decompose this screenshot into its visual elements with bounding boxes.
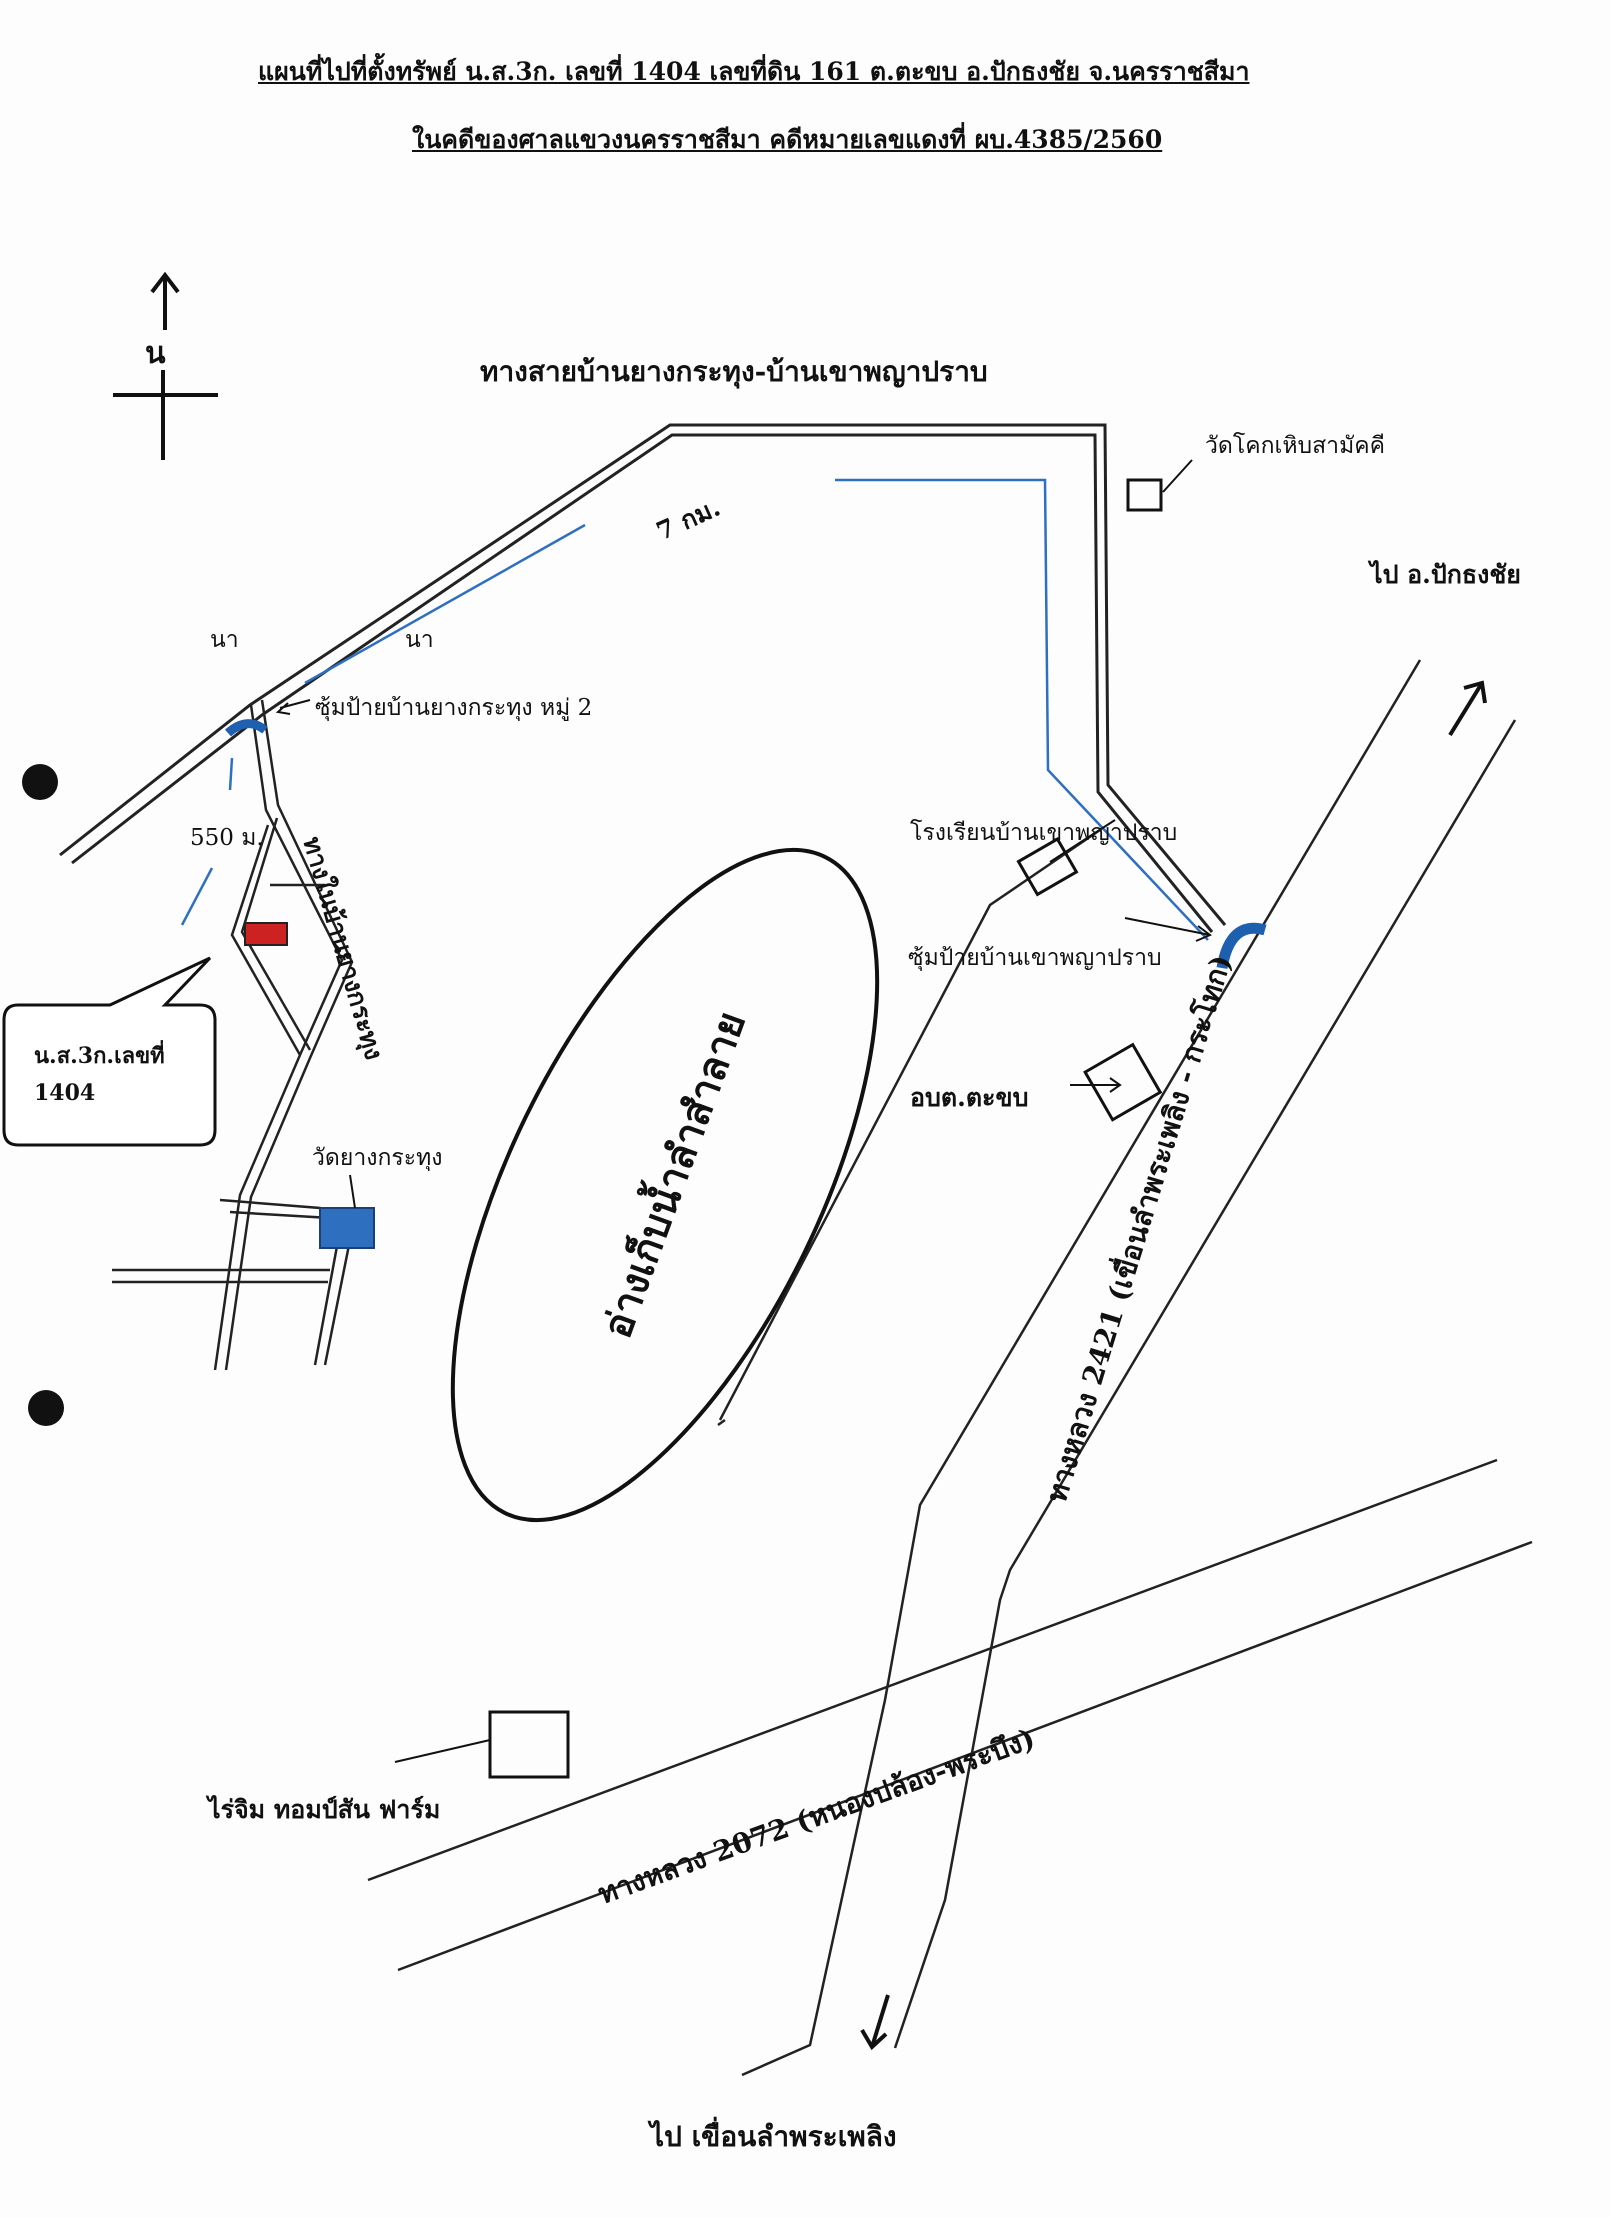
school-icon — [1016, 819, 1116, 897]
school-label: โรงเรียนบ้านเขาพญาปราบ — [910, 820, 1178, 846]
school-road — [717, 828, 1101, 1427]
arch-yangkrathung-icon — [225, 719, 268, 737]
wat-khokhoen-icon — [1126, 459, 1193, 512]
wat-yangkrathung-icon — [319, 1174, 375, 1249]
arch-khaophaya-label: ซุ้มป้ายบ้านเขาพญาปราบ — [908, 945, 1162, 971]
obt-label: อบต.ตะขบ — [910, 1083, 1029, 1112]
field-right-label: นา — [405, 627, 434, 653]
parcel-callout-line2: 1404 — [34, 1080, 96, 1107]
reservoir-outline — [450, 847, 880, 1523]
arrow-to-pakthongchai-icon — [1448, 680, 1487, 737]
farm-label: ไร่จิม ทอมป์สัน ฟาร์ม — [208, 1795, 441, 1824]
highway-2421 — [741, 659, 1517, 2077]
north-letter: น — [145, 336, 166, 371]
arrow-to-dam-icon — [860, 1994, 890, 2051]
punch-hole — [22, 764, 58, 800]
parcel-callout-line1: น.ส.3ก.เลขที่ — [34, 1043, 165, 1069]
arch-khaophaya-icon — [1216, 922, 1267, 970]
to-dam-label: ไป เขื่อนลำพระเพลิง — [650, 2120, 897, 2153]
top-road — [59, 423, 1227, 933]
top-road-label: ทางสายบ้านยางกระทุง-บ้านเขาพญาปราบ — [480, 355, 988, 388]
farm-icon — [394, 1710, 570, 1779]
map-title-line1: แผนที่ไปที่ตั้งทรัพย์ น.ส.3ก. เลขที่ 140… — [258, 57, 1250, 86]
map-title-line2: ในคดีของศาลแขวงนครราชสีมา คดีหมายเลขแดงท… — [412, 125, 1163, 154]
highway-2072 — [367, 1458, 1533, 1972]
obt-icon — [1070, 1042, 1163, 1122]
parcel-callout — [2, 956, 217, 1147]
wat-yangkrathung-label: วัดยางกระทุง — [312, 1145, 443, 1171]
distance-550m-label: 550 ม. — [190, 825, 264, 851]
wat-khokhoen-label: วัดโคกเหิบสามัคคี — [1205, 433, 1386, 459]
field-left-label: นา — [210, 627, 239, 653]
arch-yangkrathung-label: ซุ้มป้ายบ้านยางกระทุง หมู่ 2 — [315, 695, 593, 721]
to-pakthongchai-label: ไป อ.ปักธงชัย — [1370, 560, 1521, 589]
punch-hole — [28, 1390, 64, 1426]
north-arrow-icon — [113, 271, 218, 460]
parcel-marker-icon — [244, 922, 288, 946]
route-line — [180, 478, 1209, 941]
parcel-callout-text: น.ส.3ก.เลขที่ 1404 — [34, 1038, 165, 1113]
